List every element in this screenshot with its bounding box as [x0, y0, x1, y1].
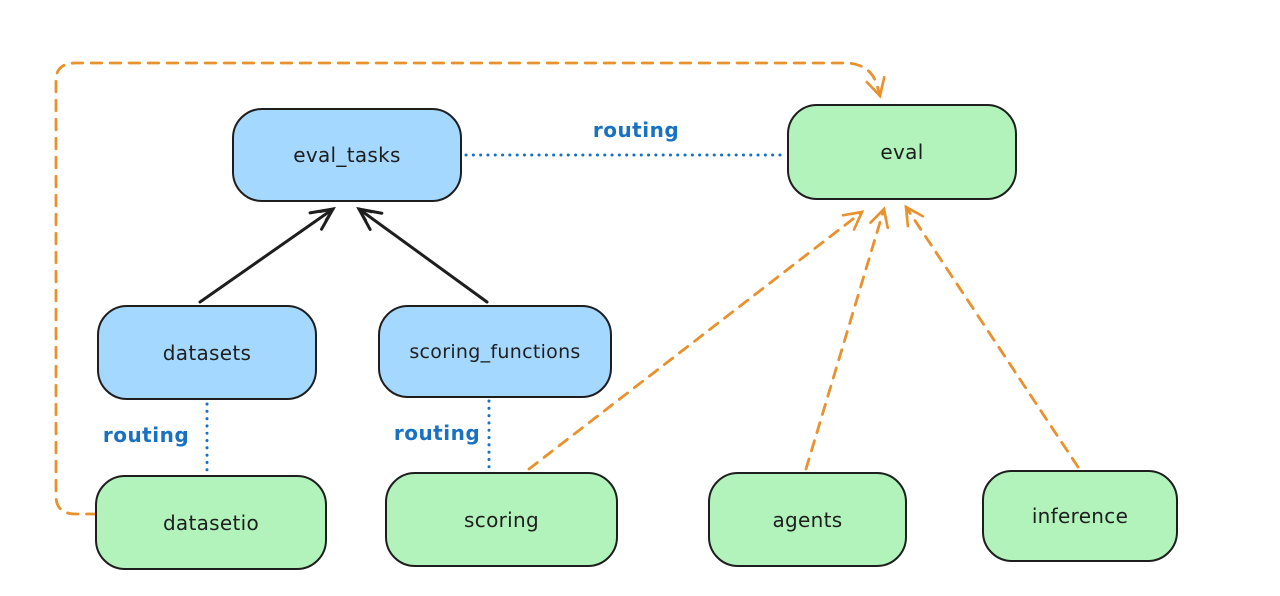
edge-label-routing-middle: routing: [393, 421, 481, 445]
node-datasets: datasets: [97, 305, 317, 400]
edge-scoring-functions-to-eval-tasks: [356, 206, 489, 304]
edge-label-routing-top: routing: [592, 118, 680, 142]
edge-datasetio-to-eval: [54, 61, 886, 516]
node-eval: eval: [787, 104, 1017, 200]
node-datasetio: datasetio: [95, 475, 327, 570]
node-scoring: scoring: [385, 472, 618, 567]
node-eval-label: eval: [880, 140, 924, 164]
node-agents: agents: [708, 472, 907, 567]
node-scoring-label: scoring: [464, 507, 539, 532]
node-scoring-functions-label: scoring_functions: [409, 340, 581, 363]
edge-datasets-to-eval-tasks: [198, 207, 336, 304]
node-scoring-functions: scoring_functions: [378, 305, 612, 398]
edge-agents-to-eval: [804, 206, 890, 471]
node-datasets-label: datasets: [162, 340, 252, 365]
node-datasetio-label: datasetio: [162, 510, 260, 535]
node-eval-tasks-label: eval_tasks: [293, 143, 401, 167]
node-inference-label: inference: [1031, 504, 1129, 528]
node-inference: inference: [982, 470, 1178, 562]
edge-scoring-to-eval: [527, 210, 865, 471]
edge-label-routing-left: routing: [102, 423, 190, 447]
edge-inference-to-eval: [904, 204, 1080, 469]
node-eval-tasks: eval_tasks: [232, 108, 462, 202]
node-agents-label: agents: [772, 507, 843, 532]
